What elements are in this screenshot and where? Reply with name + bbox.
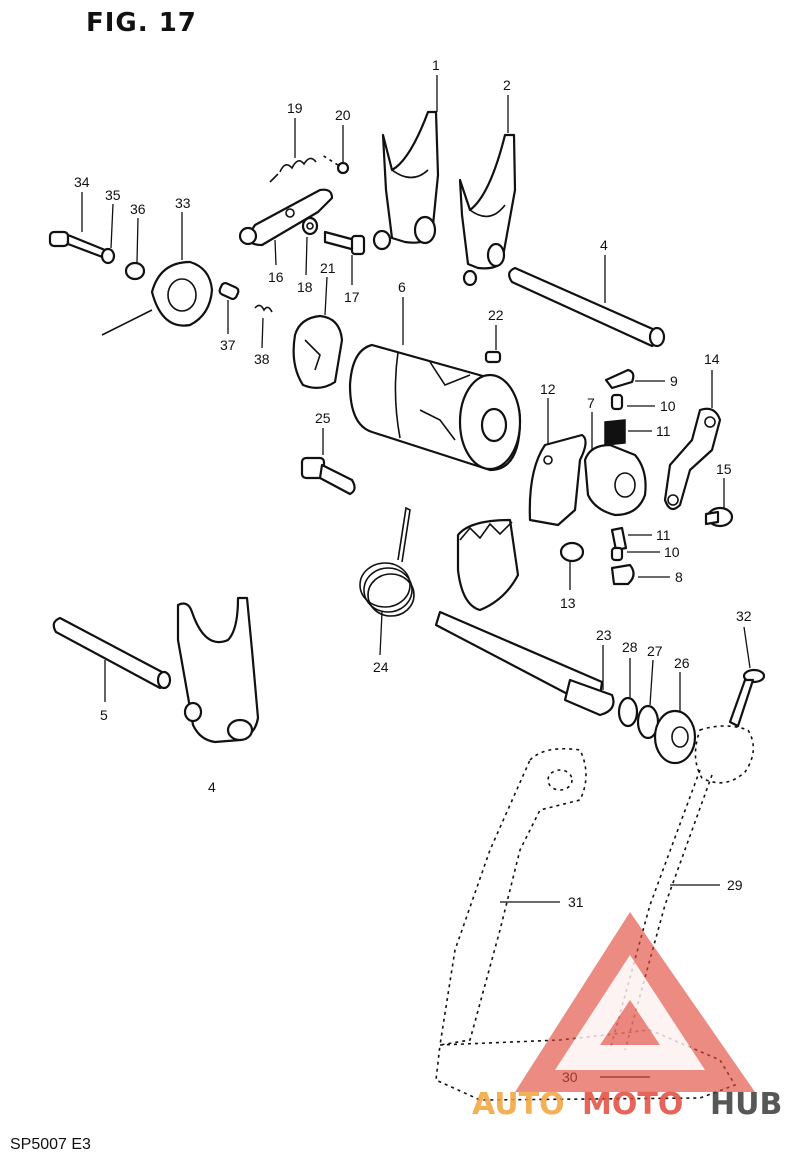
return-spring-24 — [359, 506, 415, 617]
callout-37: 37 — [220, 337, 236, 353]
plug-25 — [300, 456, 356, 496]
callout-32: 32 — [736, 608, 752, 624]
shift-fork-1 — [372, 110, 440, 251]
watermark-auto: AUTO — [472, 1087, 565, 1122]
watermark-moto: MOTO — [582, 1087, 683, 1122]
callout-35: 35 — [105, 187, 121, 203]
callout-33: 33 — [175, 195, 191, 211]
spring-19 — [269, 157, 317, 183]
callout-11-lower: 11 — [656, 527, 671, 543]
oil-seal-26 — [653, 709, 697, 765]
leader-lines — [81, 75, 751, 1078]
figure-title: FIG. 17 — [86, 8, 197, 38]
pawl-holder-14 — [663, 407, 722, 511]
callout-36: 36 — [130, 201, 146, 217]
shift-fork-lower — [176, 596, 260, 744]
callout-38: 38 — [254, 351, 270, 367]
dowel-pin-22 — [484, 350, 502, 364]
spring-11-lower — [610, 526, 628, 552]
callout-21: 21 — [320, 260, 336, 276]
callout-7: 7 — [587, 395, 595, 411]
callout-1: 1 — [432, 57, 440, 73]
stopper-lever-16 — [238, 188, 334, 247]
callout-9: 9 — [670, 373, 678, 389]
washer-36 — [124, 261, 146, 281]
callout-4-upper: 4 — [600, 237, 608, 253]
callout-17: 17 — [344, 289, 360, 305]
pin-20 — [321, 154, 350, 175]
watermark-hub: HUB — [710, 1087, 782, 1122]
callout-14: 14 — [704, 351, 720, 367]
callout-15: 15 — [716, 461, 732, 477]
callout-4-lower: 4 — [208, 779, 216, 795]
pawl-9 — [604, 368, 635, 390]
callout-10-lower: 10 — [664, 544, 680, 560]
callout-24: 24 — [373, 659, 389, 675]
callout-numbers: 1 2 4 4 5 6 7 8 9 10 10 11 11 12 13 14 1… — [74, 57, 752, 1085]
spring-11-upper — [604, 419, 626, 446]
callout-29: 29 — [727, 877, 743, 893]
callout-16: 16 — [268, 269, 284, 285]
cam-plate-21 — [292, 314, 344, 389]
callout-28: 28 — [622, 639, 638, 655]
callout-31: 31 — [568, 894, 584, 910]
bolt-32 — [728, 668, 766, 728]
guide-plate-12 — [528, 433, 587, 527]
callout-12: 12 — [540, 381, 556, 397]
gearshift-shaft-23 — [434, 518, 615, 717]
callout-23: 23 — [596, 627, 612, 643]
fork-shaft-4 — [508, 266, 666, 348]
shift-fork-2 — [458, 133, 517, 287]
callout-10-upper: 10 — [660, 398, 676, 414]
washer-35 — [100, 247, 116, 265]
pawl-lifter-7 — [583, 443, 647, 517]
callout-13: 13 — [560, 595, 576, 611]
neutral-switch-33 — [101, 260, 214, 336]
callout-18: 18 — [297, 279, 313, 295]
pin-10-lower — [610, 546, 624, 562]
drawing-code: SP5007 E3 — [10, 1136, 91, 1153]
pin-10-upper — [610, 393, 624, 411]
bolt-34 — [48, 230, 107, 260]
callout-8: 8 — [675, 569, 683, 585]
bolt-17 — [323, 230, 366, 256]
screw-15 — [704, 506, 734, 528]
callout-22: 22 — [488, 307, 504, 323]
contact-plunger-37 — [218, 281, 240, 301]
callout-11-upper: 11 — [656, 423, 671, 439]
automotohub-watermark: AUTO MOTO HUB — [472, 912, 782, 1122]
callout-19: 19 — [287, 100, 303, 116]
screw-13 — [559, 541, 585, 563]
callout-6: 6 — [398, 279, 406, 295]
callout-27: 27 — [647, 643, 663, 659]
fork-shaft-5 — [52, 616, 172, 690]
callout-34: 34 — [74, 174, 90, 190]
callout-5: 5 — [100, 707, 108, 723]
circlip-28 — [617, 696, 639, 728]
callout-20: 20 — [335, 107, 351, 123]
callout-25: 25 — [315, 410, 331, 426]
washer-18 — [301, 216, 319, 236]
callout-2: 2 — [503, 77, 511, 93]
spring-38 — [254, 304, 273, 313]
shift-drum-6 — [348, 343, 522, 472]
pawl-8 — [610, 563, 635, 586]
callout-26: 26 — [674, 655, 690, 671]
